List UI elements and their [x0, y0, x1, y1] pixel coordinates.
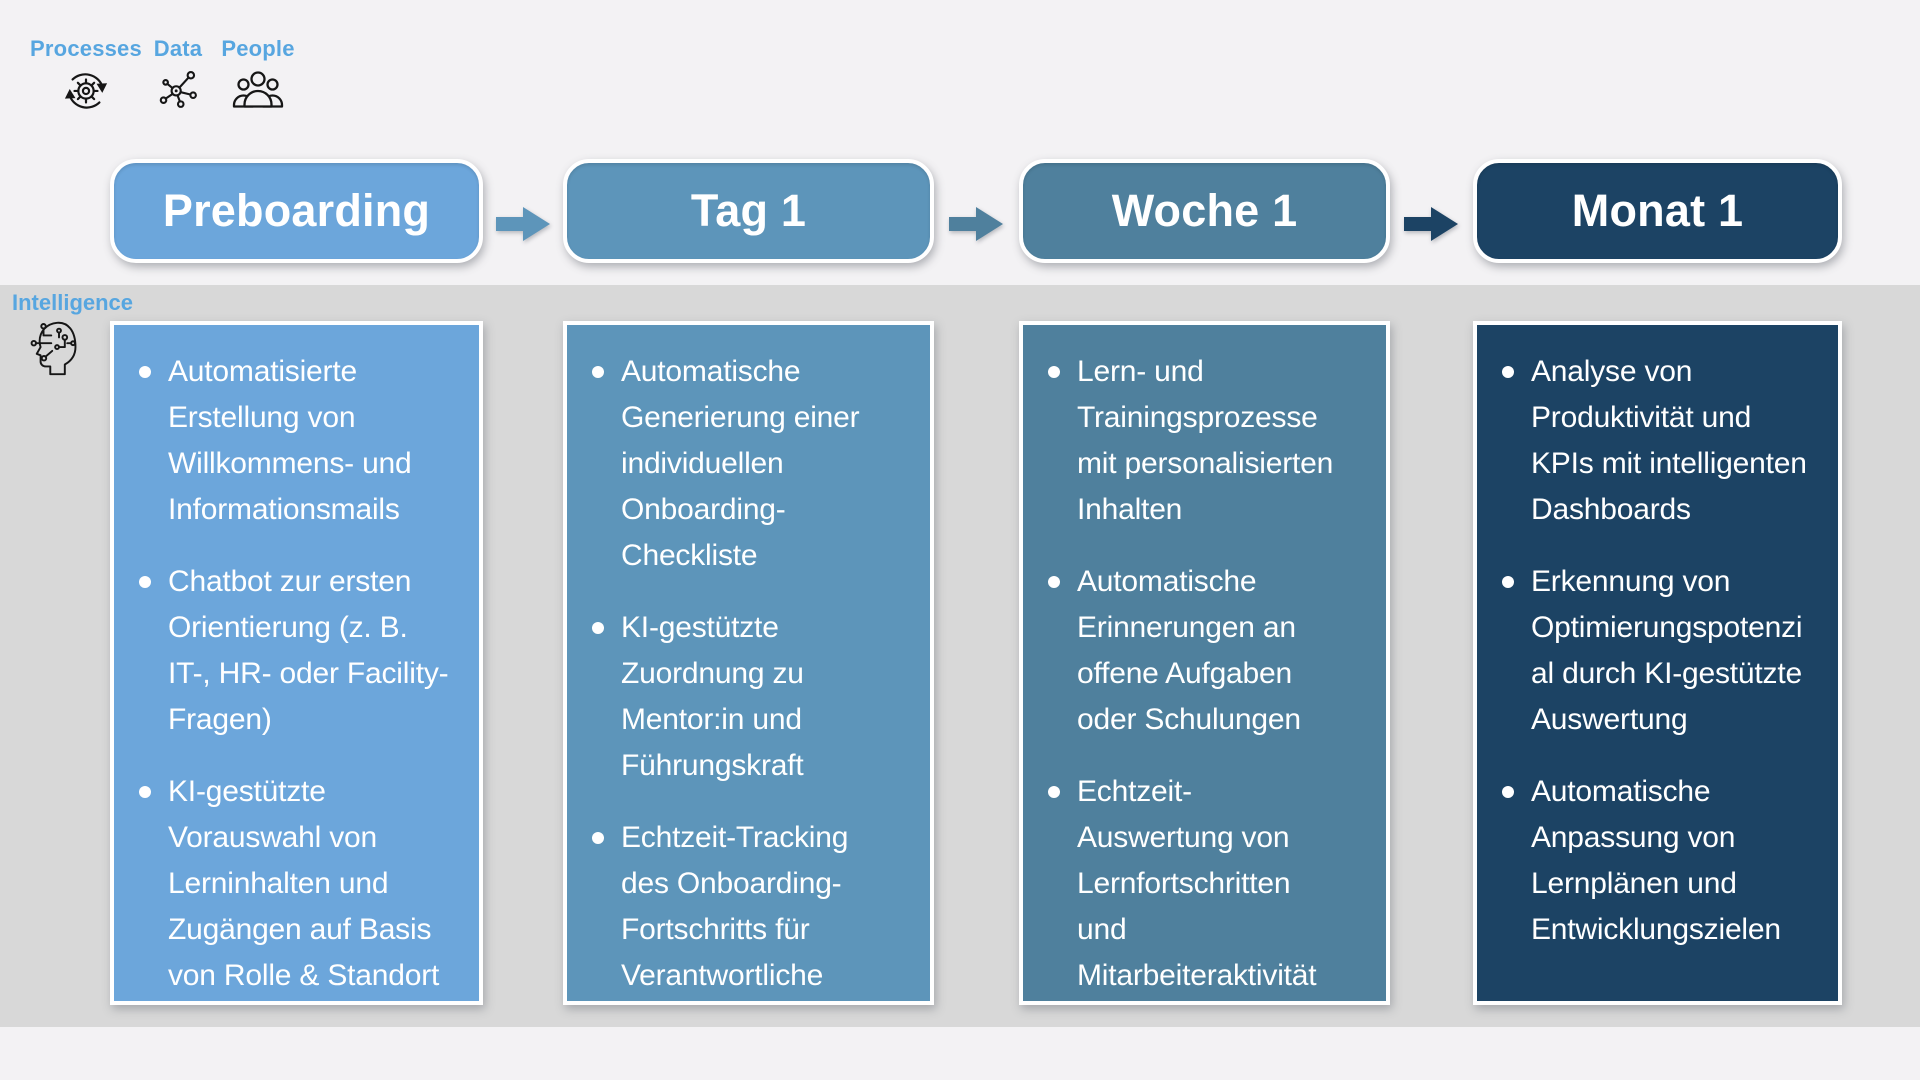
bullet-text: Erkennung von Optimierungspotenzi al dur…: [1531, 565, 1803, 736]
bullet-item: Automatisierte Erstellung von Willkommen…: [114, 349, 467, 533]
ai-head-circuit-icon: [30, 321, 77, 376]
bullet-text: Analyse von Produktivität und KPIs mit i…: [1531, 355, 1807, 526]
phase-detail-box-woche1: Lern- und Trainingsprozesse mit personal…: [1019, 321, 1390, 1005]
phase-pill-tag1: Tag 1: [563, 159, 934, 263]
flow-arrow-icon: [949, 207, 1003, 241]
phase-pill-preboarding: Preboarding: [110, 159, 483, 263]
bullet-dot: [1048, 576, 1060, 588]
people-label: People: [221, 36, 295, 61]
bullet-item: Chatbot zur ersten Orientierung (z. B. I…: [114, 559, 467, 743]
bullet-dot: [592, 832, 604, 844]
bullet-item: Lern- und Trainingsprozesse mit personal…: [1023, 349, 1374, 533]
phase-detail-box-preboarding: Automatisierte Erstellung von Willkommen…: [110, 321, 483, 1005]
phase-detail-box-tag1: Automatische Generierung einer individue…: [563, 321, 934, 1005]
data-network-icon: [159, 70, 197, 108]
phase-title: Preboarding: [162, 185, 431, 236]
bullet-text: Automatische Erinnerungen an offene Aufg…: [1077, 565, 1301, 736]
bullet-item: KI-gestützte Vorauswahl von Lerninhalten…: [114, 769, 467, 999]
bullet-list: Automatische Generierung einer individue…: [567, 349, 918, 999]
flow-arrow-icon: [1404, 207, 1458, 241]
processes-label: Processes: [30, 36, 142, 61]
bullet-text: Automatisierte Erstellung von Willkommen…: [168, 355, 412, 526]
phase-title: Tag 1: [690, 185, 807, 236]
phase-pill-woche1: Woche 1: [1019, 159, 1390, 263]
bullet-list: Lern- und Trainingsprozesse mit personal…: [1023, 349, 1374, 999]
bullet-text: Echtzeit- Auswertung von Lernfortschritt…: [1077, 775, 1317, 992]
bullet-dot: [139, 576, 151, 588]
bullet-item: Echtzeit-Tracking des Onboarding- Fortsc…: [567, 815, 918, 999]
people-group-icon: [232, 71, 284, 108]
bullet-dot: [139, 366, 151, 378]
flow-arrow-icon: [496, 207, 550, 241]
phase-title: Woche 1: [1111, 185, 1298, 236]
bullet-text: Chatbot zur ersten Orientierung (z. B. I…: [168, 565, 449, 736]
data-label: Data: [153, 36, 203, 61]
bullet-dot: [1502, 786, 1514, 798]
bullet-dot: [592, 366, 604, 378]
bullet-text: KI-gestützte Zuordnung zu Mentor:in und …: [621, 611, 804, 782]
legend-item-processes: Processes: [28, 36, 144, 113]
bullet-item: KI-gestützte Zuordnung zu Mentor:in und …: [567, 605, 918, 789]
bullet-item: Erkennung von Optimierungspotenzi al dur…: [1477, 559, 1826, 743]
bullet-text: Echtzeit-Tracking des Onboarding- Fortsc…: [621, 821, 849, 992]
bullet-item: Echtzeit- Auswertung von Lernfortschritt…: [1023, 769, 1374, 999]
phase-title: Monat 1: [1571, 185, 1744, 236]
bullet-dot: [1502, 576, 1514, 588]
bullet-text: KI-gestützte Vorauswahl von Lerninhalten…: [168, 775, 440, 992]
bullet-dot: [1502, 366, 1514, 378]
bullet-text: Lern- und Trainingsprozesse mit personal…: [1077, 355, 1334, 526]
bullet-item: Automatische Generierung einer individue…: [567, 349, 918, 579]
bullet-dot: [592, 622, 604, 634]
process-cycle-icon: [64, 73, 108, 109]
bullet-item: Automatische Erinnerungen an offene Aufg…: [1023, 559, 1374, 743]
legend-item-data: Data: [142, 36, 214, 111]
bullet-dot: [1048, 786, 1060, 798]
bullet-item: Automatische Anpassung von Lernplänen un…: [1477, 769, 1826, 953]
bullet-item: Analyse von Produktivität und KPIs mit i…: [1477, 349, 1826, 533]
phase-pill-monat1: Monat 1: [1473, 159, 1842, 263]
bullet-dot: [139, 786, 151, 798]
bullet-text: Automatische Anpassung von Lernplänen un…: [1531, 775, 1781, 946]
bullet-text: Automatische Generierung einer individue…: [621, 355, 860, 572]
intelligence-label: Intelligence: [12, 290, 134, 315]
bullet-list: Analyse von Produktivität und KPIs mit i…: [1477, 349, 1826, 953]
bullet-list: Automatisierte Erstellung von Willkommen…: [114, 349, 467, 999]
phase-detail-box-monat1: Analyse von Produktivität und KPIs mit i…: [1473, 321, 1842, 1005]
legend-item-people: People: [214, 36, 302, 109]
bullet-dot: [1048, 366, 1060, 378]
